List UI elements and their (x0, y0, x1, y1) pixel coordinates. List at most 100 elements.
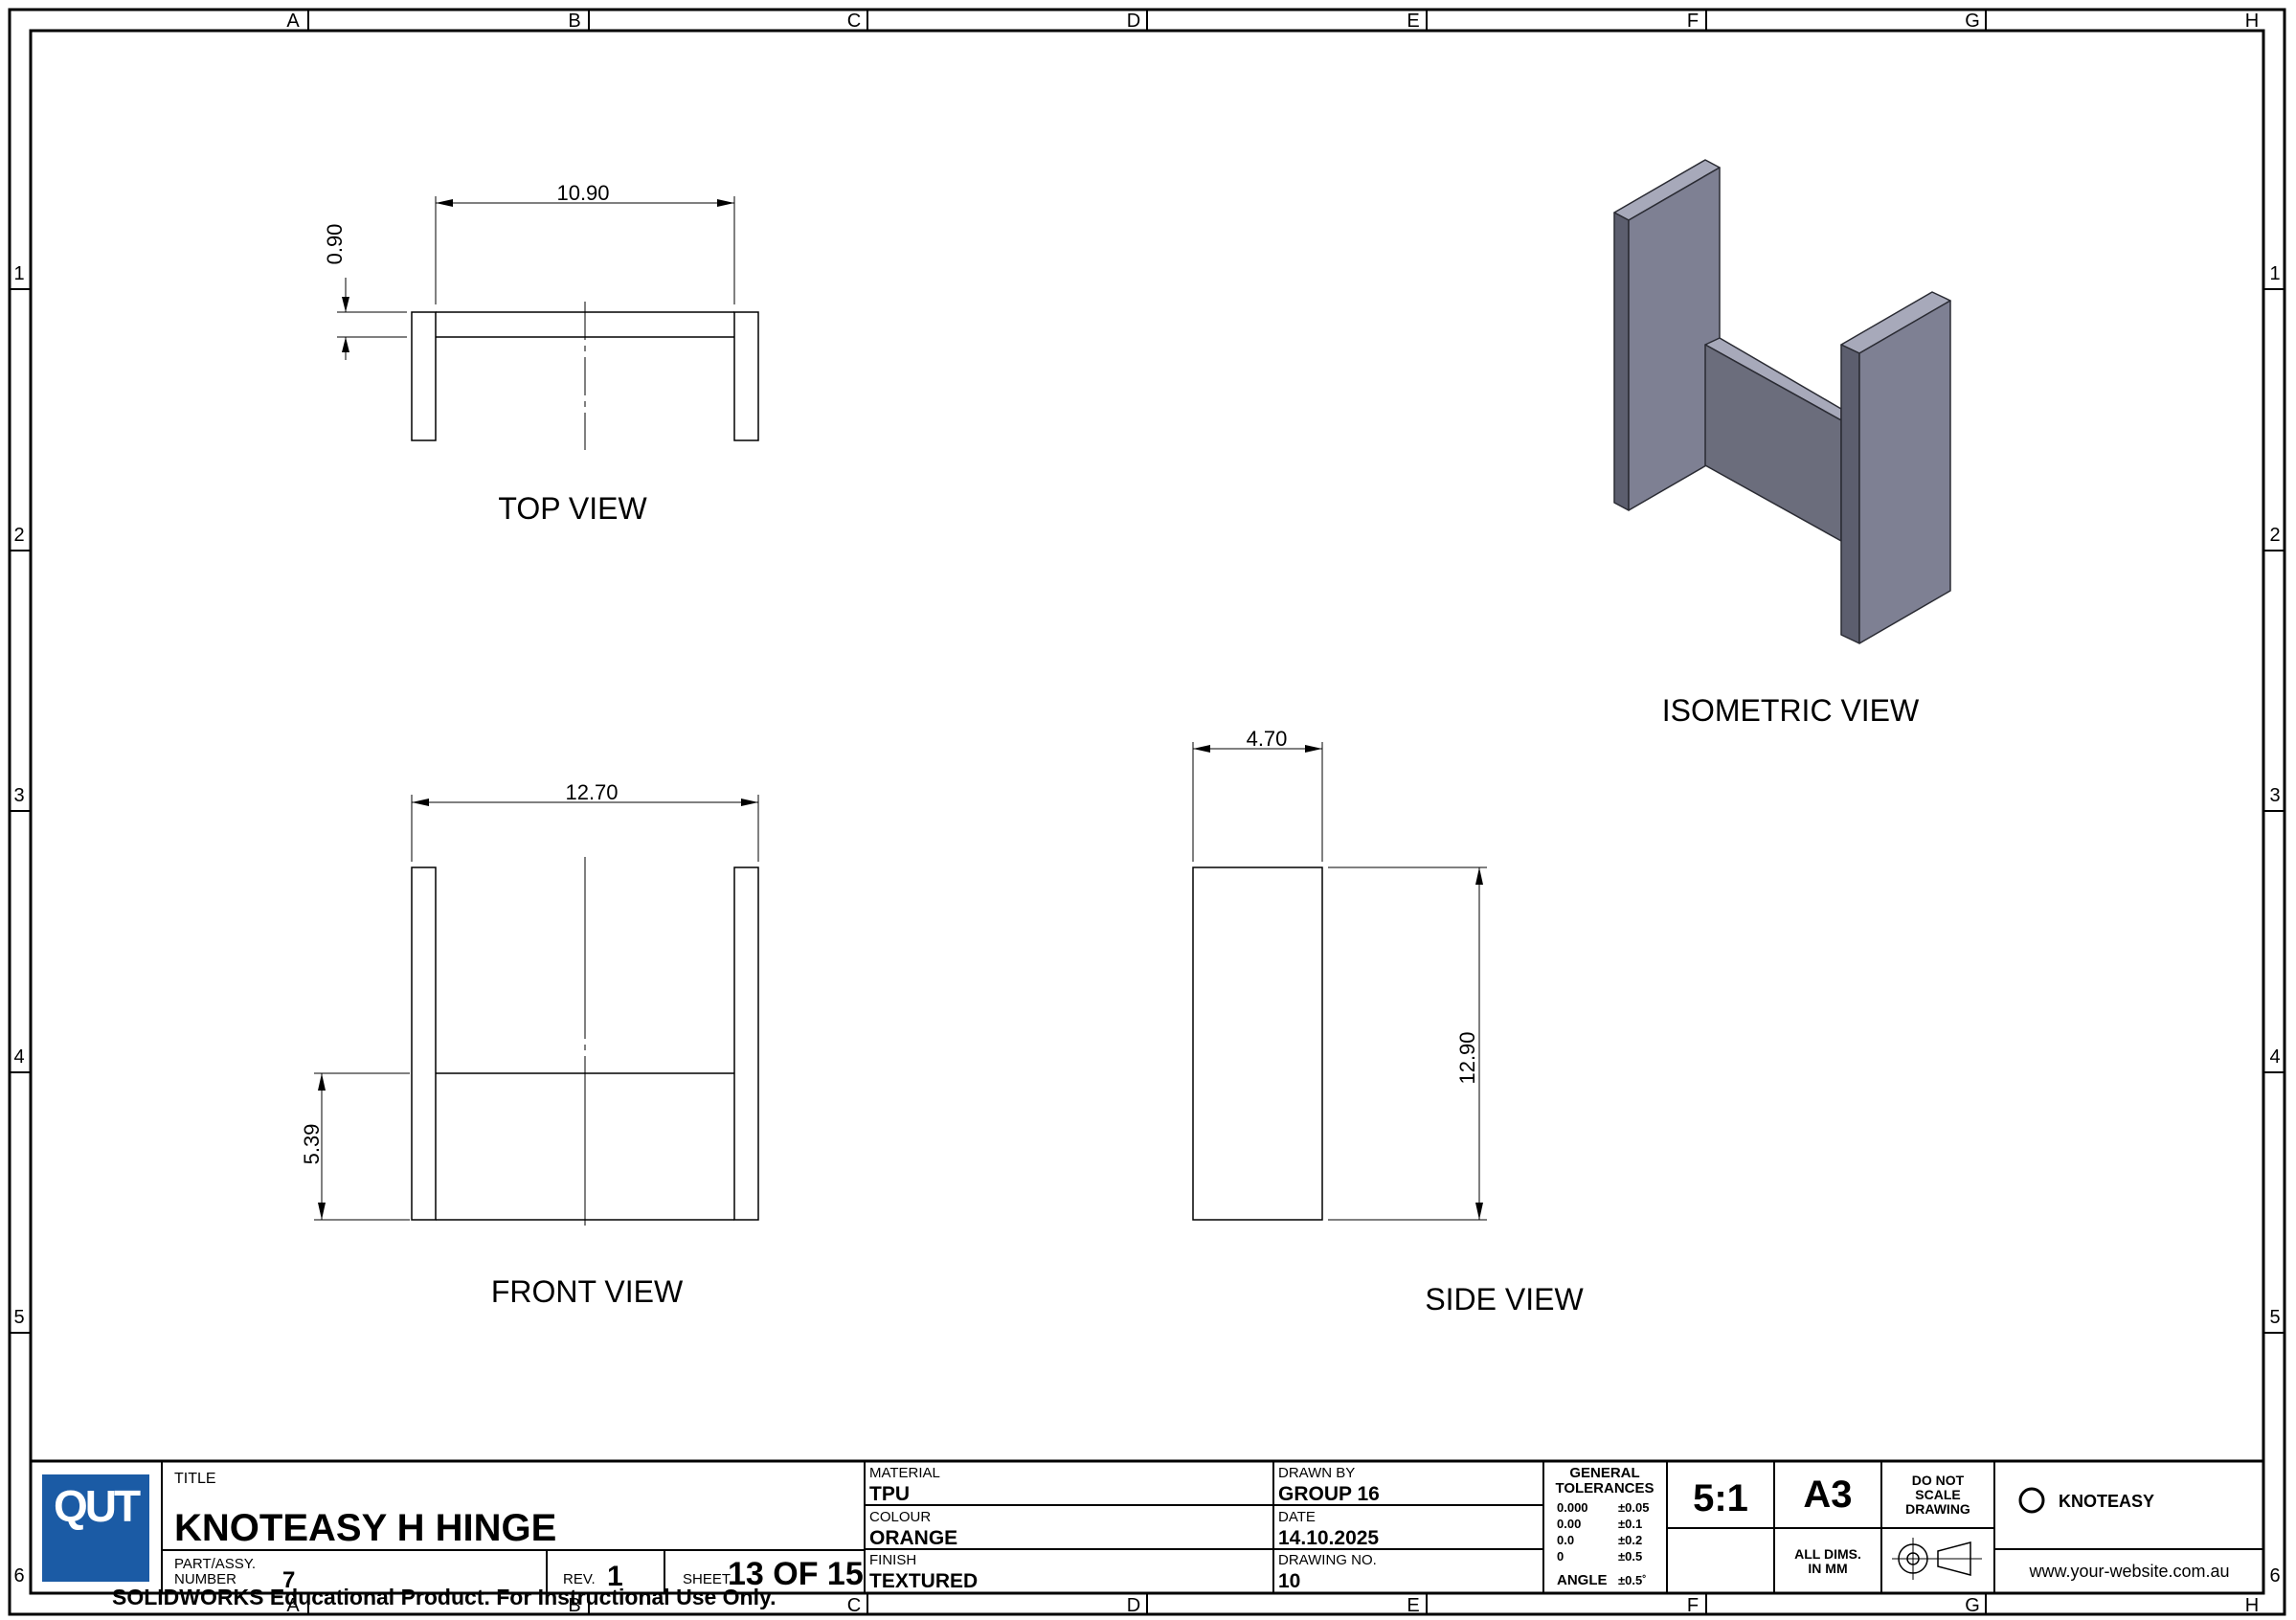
side-view-label: SIDE VIEW (1425, 1282, 1584, 1316)
side-view-profile (1192, 866, 1323, 1221)
sheet-border (8, 8, 2286, 1616)
zone-col-c-bottom: C (847, 1595, 861, 1616)
top-view-label: TOP VIEW (498, 491, 647, 526)
zone-row-1-right: 1 (2269, 263, 2280, 284)
colour-label: COLOUR (869, 1509, 931, 1525)
revision-label: REV. (563, 1571, 596, 1587)
front-view-left-flange (411, 866, 437, 1221)
zone-row-4-left: 4 (13, 1046, 24, 1068)
top-view-width-dimension: 10.90 (556, 181, 609, 205)
zone-row-2-right: 2 (2269, 525, 2280, 546)
front-view-right-flange (733, 866, 759, 1221)
tolerance-format-0: 0.000 (1557, 1500, 1588, 1515)
tolerance-value-0: ±0.05 (1618, 1500, 1649, 1515)
zone-col-g-top: G (1965, 11, 1980, 32)
zone-row-5-left: 5 (13, 1307, 24, 1328)
company-website: www.your-website.com.au (2028, 1562, 2229, 1581)
zone-col-f-bottom: F (1687, 1595, 1699, 1616)
part-number-value: 7 (282, 1567, 295, 1593)
tolerance-format-3: 0 (1557, 1549, 1564, 1564)
solidworks-watermark: SOLIDWORKS Educational Product. For Inst… (112, 1585, 776, 1609)
title-label: TITLE (174, 1471, 216, 1487)
paper-size-value: A3 (1803, 1474, 1852, 1516)
drawing-number-value: 10 (1278, 1570, 1300, 1592)
side-view-width-dimension: 4.70 (1247, 727, 1288, 751)
zone-col-d-top: D (1127, 11, 1140, 32)
scale-value: 5:1 (1693, 1477, 1748, 1519)
material-label: MATERIAL (869, 1465, 940, 1481)
do-not-scale-line-1: DO NOT (1912, 1473, 1965, 1488)
zone-row-1-left: 1 (13, 263, 24, 284)
zone-row-3-right: 3 (2269, 785, 2280, 806)
top-view: 10.90 0.90 TOP VIEW (323, 181, 759, 526)
do-not-scale-line-3: DRAWING (1905, 1501, 1970, 1517)
drawn-by-value: GROUP 16 (1278, 1483, 1380, 1505)
colour-value: ORANGE (869, 1527, 957, 1549)
tolerances-heading-2: TOLERANCES (1555, 1480, 1654, 1496)
drawing-title: KNOTEASY H HINGE (174, 1507, 556, 1549)
part-number-label-1: PART/ASSY. (174, 1556, 256, 1572)
side-view-height-dimension: 12.90 (1455, 1031, 1479, 1084)
do-not-scale-line-2: SCALE (1915, 1487, 1960, 1502)
zone-row-3-left: 3 (13, 785, 24, 806)
zone-column-labels-top: A B C D E F G H (286, 11, 2259, 32)
projection-symbol-icon (1892, 1538, 1982, 1580)
zone-row-4-right: 4 (2269, 1046, 2280, 1068)
zone-row-6-right: 6 (2269, 1565, 2280, 1586)
zone-row-6-left: 6 (13, 1565, 24, 1586)
part-number-label-2: NUMBER (174, 1571, 236, 1587)
zone-col-g-bottom: G (1965, 1595, 1980, 1616)
top-view-thickness-dimension: 0.90 (323, 224, 347, 265)
isometric-view-label: ISOMETRIC VIEW (1662, 693, 1920, 728)
tolerances-heading-1: GENERAL (1569, 1465, 1639, 1481)
drawn-by-label: DRAWN BY (1278, 1465, 1355, 1481)
zone-col-b-bottom: B (568, 1595, 580, 1616)
all-dims-line-2: IN MM (1808, 1561, 1847, 1576)
tolerance-format-1: 0.00 (1557, 1517, 1581, 1531)
zone-col-d-bottom: D (1127, 1595, 1140, 1616)
front-view-width-dimension: 12.70 (565, 780, 618, 804)
zone-column-labels-bottom: A B C D E F G H (286, 1595, 2259, 1616)
date-value: 14.10.2025 (1278, 1527, 1379, 1549)
zone-col-e-bottom: E (1407, 1595, 1419, 1616)
iso-right-flange-side (1840, 344, 1860, 644)
isometric-view: ISOMETRIC VIEW (1613, 159, 1951, 728)
tolerance-value-2: ±0.2 (1618, 1533, 1642, 1547)
tolerance-format-2: 0.0 (1557, 1533, 1574, 1547)
zone-col-a-bottom: A (286, 1595, 300, 1616)
all-dims-line-1: ALL DIMS. (1794, 1546, 1861, 1562)
tolerance-angle-label: ANGLE (1557, 1572, 1608, 1588)
date-label: DATE (1278, 1509, 1316, 1525)
front-view-height-dimension: 5.39 (300, 1124, 324, 1165)
zone-row-5-right: 5 (2269, 1307, 2280, 1328)
sheet-value: 13 OF 15 (728, 1556, 864, 1592)
iso-left-flange-side (1613, 212, 1630, 511)
finish-value: TEXTURED (869, 1570, 978, 1592)
side-view: 4.70 12.90 SIDE VIEW (1192, 727, 1584, 1316)
qut-logo-text: QUT (54, 1481, 141, 1531)
zone-row-labels-left: 1 2 3 4 5 6 (13, 263, 24, 1586)
zone-col-h-bottom: H (2245, 1595, 2259, 1616)
zone-row-labels-right: 1 2 3 4 5 6 (2269, 263, 2280, 1586)
drawing-number-label: DRAWING NO. (1278, 1552, 1377, 1568)
top-view-right-flange (733, 311, 759, 441)
title-block: QUT TITLE KNOTEASY H HINGE PART/ASSY. NU… (29, 1459, 2265, 1595)
zone-col-c-top: C (847, 11, 861, 32)
zone-col-e-top: E (1407, 11, 1419, 32)
zone-col-b-top: B (568, 11, 580, 32)
sheet-label: SHEET (683, 1571, 731, 1587)
revision-value: 1 (607, 1561, 623, 1592)
tolerance-value-3: ±0.5 (1618, 1549, 1642, 1564)
tolerance-angle-value: ±0.5˚ (1618, 1573, 1647, 1587)
zone-col-h-top: H (2245, 11, 2259, 32)
qut-logo (42, 1474, 149, 1582)
zone-row-2-left: 2 (13, 525, 24, 546)
company-name: KNOTEASY (2059, 1492, 2154, 1511)
zone-col-f-top: F (1687, 11, 1699, 32)
company-circle-icon (2018, 1487, 2045, 1514)
top-view-left-flange (411, 311, 437, 441)
material-value: TPU (869, 1483, 910, 1505)
front-view-label: FRONT VIEW (491, 1274, 684, 1309)
finish-label: FINISH (869, 1552, 916, 1568)
